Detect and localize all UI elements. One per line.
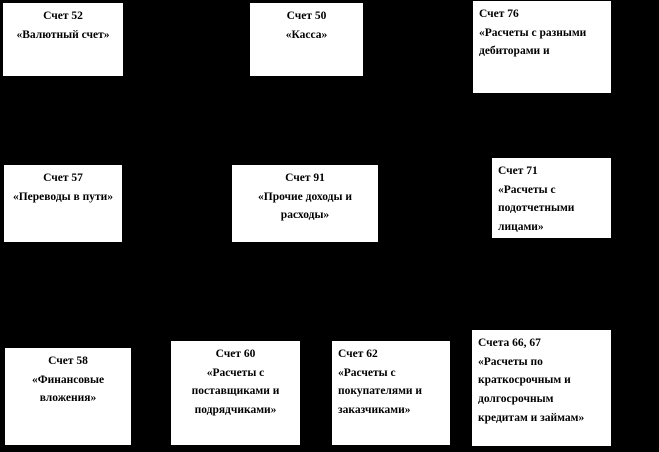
account-name-66-67: «Расчеты по краткосрочным и долгосрочным… <box>478 355 585 424</box>
account-box-52[interactable]: Счет 52 «Валютный счет» <box>3 3 123 76</box>
account-box-60[interactable]: Счет 60 «Расчеты с поставщиками и подряд… <box>171 341 300 445</box>
account-number-66-67: Счета 66, 67 <box>478 337 541 349</box>
account-number-57: Счет 57 <box>43 172 83 184</box>
account-name-71: «Расчеты с подотчетными лицами» <box>498 183 575 233</box>
account-box-58[interactable]: Счет 58 «Финансовые вложения» <box>5 348 131 445</box>
account-name-91: «Прочие доходы и расходы» <box>258 190 352 222</box>
account-name-50: «Касса» <box>285 28 328 41</box>
account-box-62[interactable]: Счет 62 «Расчеты с покупателями и заказч… <box>332 341 450 445</box>
account-name-76: «Расчеты с разными дебиторами и <box>479 26 587 58</box>
account-box-66-67[interactable]: Счета 66, 67 «Расчеты по краткосрочным и… <box>472 330 611 446</box>
account-box-91[interactable]: Счет 91 «Прочие доходы и расходы» <box>232 165 378 242</box>
account-number-58: Счет 58 <box>48 355 88 367</box>
account-box-76[interactable]: Счет 76 «Расчеты с разными дебиторами и <box>473 1 611 93</box>
account-number-60: Счет 60 <box>215 348 256 360</box>
account-number-71: Счет 71 <box>498 165 538 177</box>
account-number-91: Счет 91 <box>285 172 325 184</box>
account-box-50[interactable]: Счет 50 «Касса» <box>250 3 363 76</box>
account-number-76: Счет 76 <box>479 8 519 20</box>
account-number-62: Счет 62 <box>338 348 378 360</box>
account-box-57[interactable]: Счет 57 «Переводы в пути» <box>4 165 122 242</box>
account-name-58: «Финансовые вложения» <box>31 373 105 405</box>
account-name-57: «Переводы в пути» <box>12 190 113 203</box>
account-box-71[interactable]: Счет 71 «Расчеты с подотчетными лицами» <box>492 158 611 238</box>
account-name-60: «Расчеты с поставщиками и подрядчиками» <box>191 366 280 416</box>
account-number-50: Счет 50 <box>286 10 327 22</box>
account-number-52: Счет 52 <box>43 10 83 22</box>
account-name-62: «Расчеты с покупателями и заказчиками» <box>338 366 423 416</box>
account-name-52: «Валютный счет» <box>16 28 110 41</box>
